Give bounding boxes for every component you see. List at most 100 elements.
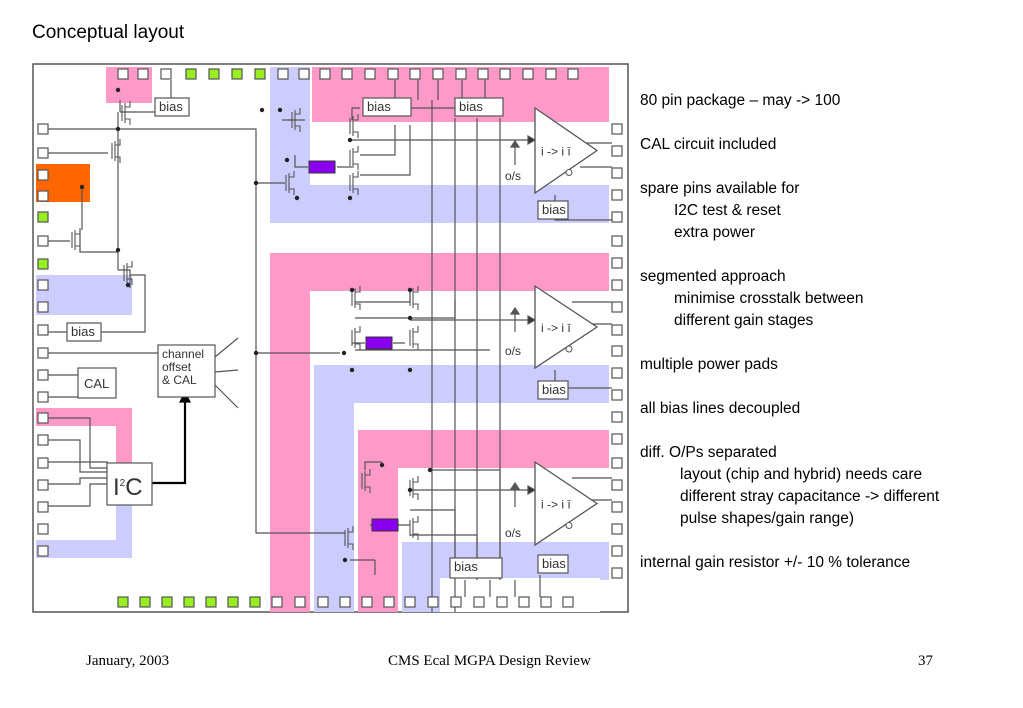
junction-dot <box>347 137 353 143</box>
io-pad <box>611 457 623 469</box>
channel-offset-cal-label: channel <box>162 347 204 361</box>
bullet-subitem: I2C test & reset <box>674 202 781 219</box>
io-pad <box>37 123 49 135</box>
bias-ch3-amp-box <box>537 554 569 574</box>
io-pad <box>37 369 49 381</box>
io-pad <box>37 412 49 424</box>
power-pad <box>37 211 49 223</box>
io-pad <box>611 433 623 445</box>
bullet-spacer <box>640 244 939 266</box>
power-pad <box>117 596 129 608</box>
junction-dot <box>407 315 413 321</box>
os-label: o/s <box>505 344 521 358</box>
io-pad <box>37 391 49 403</box>
slide-title: Conceptual layout <box>32 22 185 43</box>
bullet-item: multiple power pads <box>640 356 778 373</box>
power-pad <box>185 68 197 80</box>
wire-offset-arrows <box>214 337 239 409</box>
junction-dot <box>407 287 413 293</box>
shaded-region-pink <box>270 253 310 612</box>
bias-ch3-a-box <box>449 557 503 579</box>
io-pad <box>545 68 557 80</box>
amplifier-label: i -> i ī <box>541 321 571 335</box>
gain-resistor <box>371 518 399 532</box>
io-pad <box>611 167 623 179</box>
os-arrow-icon <box>509 306 521 315</box>
junction-dot <box>407 367 413 373</box>
io-pad <box>611 545 623 557</box>
inverting-output-icon <box>565 169 573 176</box>
io-pad <box>37 347 49 359</box>
shaded-region-pink <box>116 408 132 478</box>
io-pad <box>611 301 623 313</box>
io-pad <box>37 235 49 247</box>
bias-ch1-amp-label: bias <box>542 202 566 217</box>
bullet-subitem: minimise crosstalk between <box>674 290 864 307</box>
io-pad <box>364 68 376 80</box>
io-pad <box>160 68 172 80</box>
amplifier-label: i -> i ī <box>541 145 571 159</box>
bias-ch1-b-box <box>454 97 504 117</box>
pad-layer <box>37 68 623 608</box>
io-pad <box>496 596 508 608</box>
junction-dot <box>125 282 131 288</box>
junction-dot <box>253 350 259 356</box>
io-pad <box>298 68 310 80</box>
power-pad <box>208 68 220 80</box>
shaded-region-lavender <box>314 365 354 612</box>
io-pad <box>611 567 623 579</box>
io-pad <box>404 596 416 608</box>
io-pad <box>611 324 623 336</box>
transistor-icon <box>71 228 81 252</box>
bias-top-left-box <box>154 97 190 117</box>
io-pad <box>567 68 579 80</box>
inverting-output-icon <box>565 345 573 353</box>
wire-ch3-signal <box>364 461 530 491</box>
gain-resistor <box>308 160 336 174</box>
bullet-item: 80 pin package – may -> 100 <box>640 92 841 109</box>
transistor-icon <box>111 139 121 163</box>
shaded-region-pink <box>36 408 132 426</box>
io-pad <box>611 279 623 291</box>
power-pad <box>183 596 195 608</box>
bullet-item: segmented approach <box>640 268 786 285</box>
wire-ch1-res <box>294 155 352 168</box>
io-pad <box>37 169 49 181</box>
transistor-icon <box>409 516 419 540</box>
io-pad <box>611 389 623 401</box>
signal-arrow-icon <box>527 314 537 326</box>
wire-ch3-bias-pads <box>464 575 541 597</box>
io-pad <box>477 68 489 80</box>
io-pad <box>319 68 331 80</box>
cal-label: CAL <box>84 376 109 391</box>
junction-dot <box>349 287 355 293</box>
io-pad <box>522 68 534 80</box>
power-pad <box>37 258 49 270</box>
io-pad <box>37 147 49 159</box>
power-pad <box>254 68 266 80</box>
channel-offset-cal-label: offset <box>162 360 192 374</box>
junction-dot <box>115 87 121 93</box>
io-pad <box>271 596 283 608</box>
i2c-label: I2C <box>113 474 143 501</box>
io-pad <box>450 596 462 608</box>
bullet-spacer <box>640 376 939 398</box>
bullet-subitem: different gain stages <box>674 312 814 329</box>
io-pad <box>518 596 530 608</box>
shaded-region-lavender <box>36 540 132 558</box>
io-pad <box>611 257 623 269</box>
io-pad <box>117 68 129 80</box>
wire-bias-top <box>119 80 172 113</box>
transistor-icon <box>285 171 295 195</box>
junction-dot <box>259 107 265 113</box>
io-pad <box>611 235 623 247</box>
power-pad <box>139 596 151 608</box>
wire-i2c-out <box>152 402 187 485</box>
wire-cal <box>48 374 80 398</box>
transistor-icon <box>123 261 133 285</box>
footer-title: CMS Ecal MGPA Design Review <box>388 653 591 669</box>
io-pad <box>339 596 351 608</box>
io-pad <box>294 596 306 608</box>
io-pad <box>37 301 49 313</box>
